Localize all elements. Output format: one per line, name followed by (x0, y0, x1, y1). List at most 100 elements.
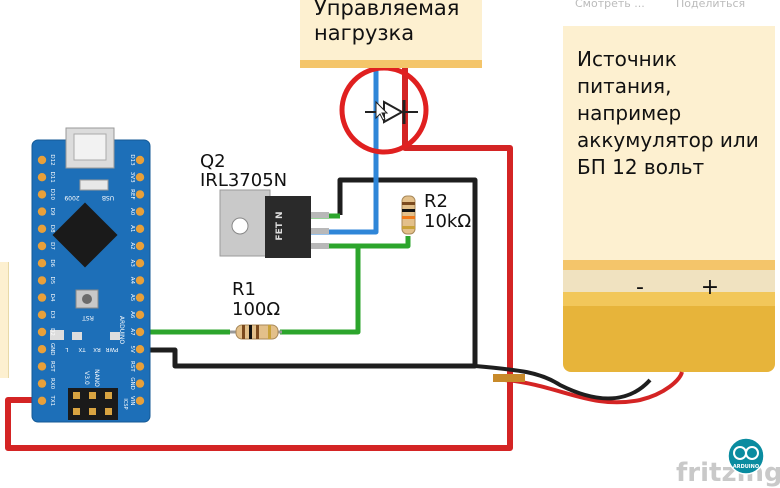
r2-value-label: 10kΩ (424, 211, 472, 232)
board-led-label: TX (78, 346, 86, 352)
channel-logo-icon[interactable]: ARDUINO (727, 437, 765, 475)
pin-label: GND (129, 377, 135, 390)
pin-label: 3V3 (129, 172, 135, 183)
pin-label: A2 (129, 242, 135, 249)
pin-d13 (135, 155, 145, 165)
pin-a5 (135, 293, 145, 302)
q2-ref-label: Q2 (200, 151, 226, 172)
pin-label: D13 (129, 154, 135, 166)
pin-gnd (37, 345, 47, 354)
pin-label: RST (49, 361, 55, 372)
pin-a0 (135, 207, 145, 216)
pin-rst (135, 362, 145, 371)
pin-label: D6 (49, 259, 55, 267)
pin-label: A6 (129, 311, 135, 319)
pin-d8 (37, 224, 47, 233)
r1-ref-label: R1 (232, 279, 256, 300)
power-note-line1: Источник (577, 47, 677, 71)
pin-label: D4 (49, 294, 55, 302)
pin-label: D2 (49, 328, 55, 336)
pin-d6 (37, 259, 47, 268)
board-led-label: PWR (106, 346, 119, 352)
watch-later-button[interactable]: Смотреть ... (575, 0, 645, 10)
pin-label: 5V (129, 346, 135, 353)
load-note-line1: Управляемая (314, 0, 460, 20)
board-year-label: 2009 (64, 194, 79, 201)
pin-label: RST (129, 361, 135, 372)
pin-label: D8 (49, 225, 55, 233)
pin-d10 (37, 190, 47, 199)
pin-rst (37, 362, 47, 371)
r2-ref-label: R2 (424, 191, 448, 212)
pin-label: D9 (49, 208, 55, 216)
power-note-line5: БП 12 вольт (577, 155, 705, 179)
pin-d7 (37, 241, 47, 251)
pin-vin (135, 396, 145, 405)
load-note: Управляемая нагрузка (300, 0, 482, 68)
pin-label: VIN (129, 396, 135, 406)
arduino-nano-board: D12D11D10D9D8D7D6D5D4D3D2GNDRSTRX0TX1D13… (31, 127, 151, 423)
pin-label: A5 (129, 294, 135, 302)
pin-d2 (37, 327, 47, 337)
pin-d12 (37, 155, 47, 165)
board-icsp-label: ICSP (122, 398, 128, 409)
wire-black-gnd (142, 177, 478, 369)
resistor-r1 (230, 324, 282, 340)
pin-label: REF (129, 189, 135, 199)
pin-d4 (37, 293, 47, 302)
mosfet-q2: FET N (219, 189, 329, 258)
pin-label: GND (49, 343, 55, 356)
pin-label: TX1 (49, 394, 55, 406)
pin-a3 (135, 259, 145, 268)
pin-label: A1 (129, 225, 135, 232)
pin-d3 (37, 310, 47, 319)
board-name-label: ARDUINO (118, 316, 125, 345)
pin-ref (135, 190, 145, 199)
wire-connector (493, 374, 525, 382)
wire-green-r2 (310, 236, 411, 249)
pin-d9 (37, 207, 47, 216)
load-note-line2: нагрузка (314, 21, 415, 45)
pin-label: D3 (49, 311, 55, 319)
wire-black-battery (474, 364, 652, 401)
wire-black-gate-pull (337, 177, 408, 215)
pin-d5 (37, 276, 47, 285)
mosfet-die-text: FET N (275, 211, 285, 240)
pin-label: A7 (129, 328, 135, 336)
r1-value-label: 100Ω (232, 299, 281, 320)
diode (365, 100, 418, 124)
pin-tx1 (37, 396, 47, 405)
pin-label: D10 (49, 189, 55, 201)
resistor-r2 (401, 195, 416, 235)
left-note-edge (0, 262, 9, 378)
channel-logo-text: ARDUINO (733, 464, 759, 470)
power-supply-note: Источник питания, например аккумулятор и… (563, 26, 775, 270)
pin-label: D12 (49, 154, 55, 165)
pin-label: A4 (129, 277, 135, 285)
q2-part-label: IRL3705N (200, 170, 288, 191)
board-model-label: NANO (93, 369, 100, 387)
board-version-label: V3.0 (83, 371, 90, 385)
power-note-line4: аккумулятор или (577, 128, 759, 152)
highlight-circle (339, 65, 429, 155)
pin-label: D11 (49, 172, 55, 183)
pin-a1 (135, 224, 145, 233)
wire-red-battery (504, 371, 684, 405)
battery-plus-label: + (701, 275, 719, 300)
pin-5v (135, 345, 145, 354)
pin-label: RX0 (49, 378, 55, 390)
pin-label: D5 (49, 277, 55, 285)
power-note-line2: питания, (577, 74, 672, 98)
power-note-line3: например (577, 101, 682, 125)
wire-green-gate (280, 246, 361, 335)
pin-label: A0 (129, 208, 135, 216)
pin-gnd (135, 379, 145, 388)
cursor-icon (375, 100, 389, 121)
board-usb-label: USB (102, 194, 114, 201)
battery: - + (563, 268, 775, 372)
share-button[interactable]: Поделиться (676, 0, 746, 10)
pin-a6 (135, 310, 145, 319)
battery-minus-label: - (636, 275, 644, 300)
pin-a7 (135, 327, 145, 337)
